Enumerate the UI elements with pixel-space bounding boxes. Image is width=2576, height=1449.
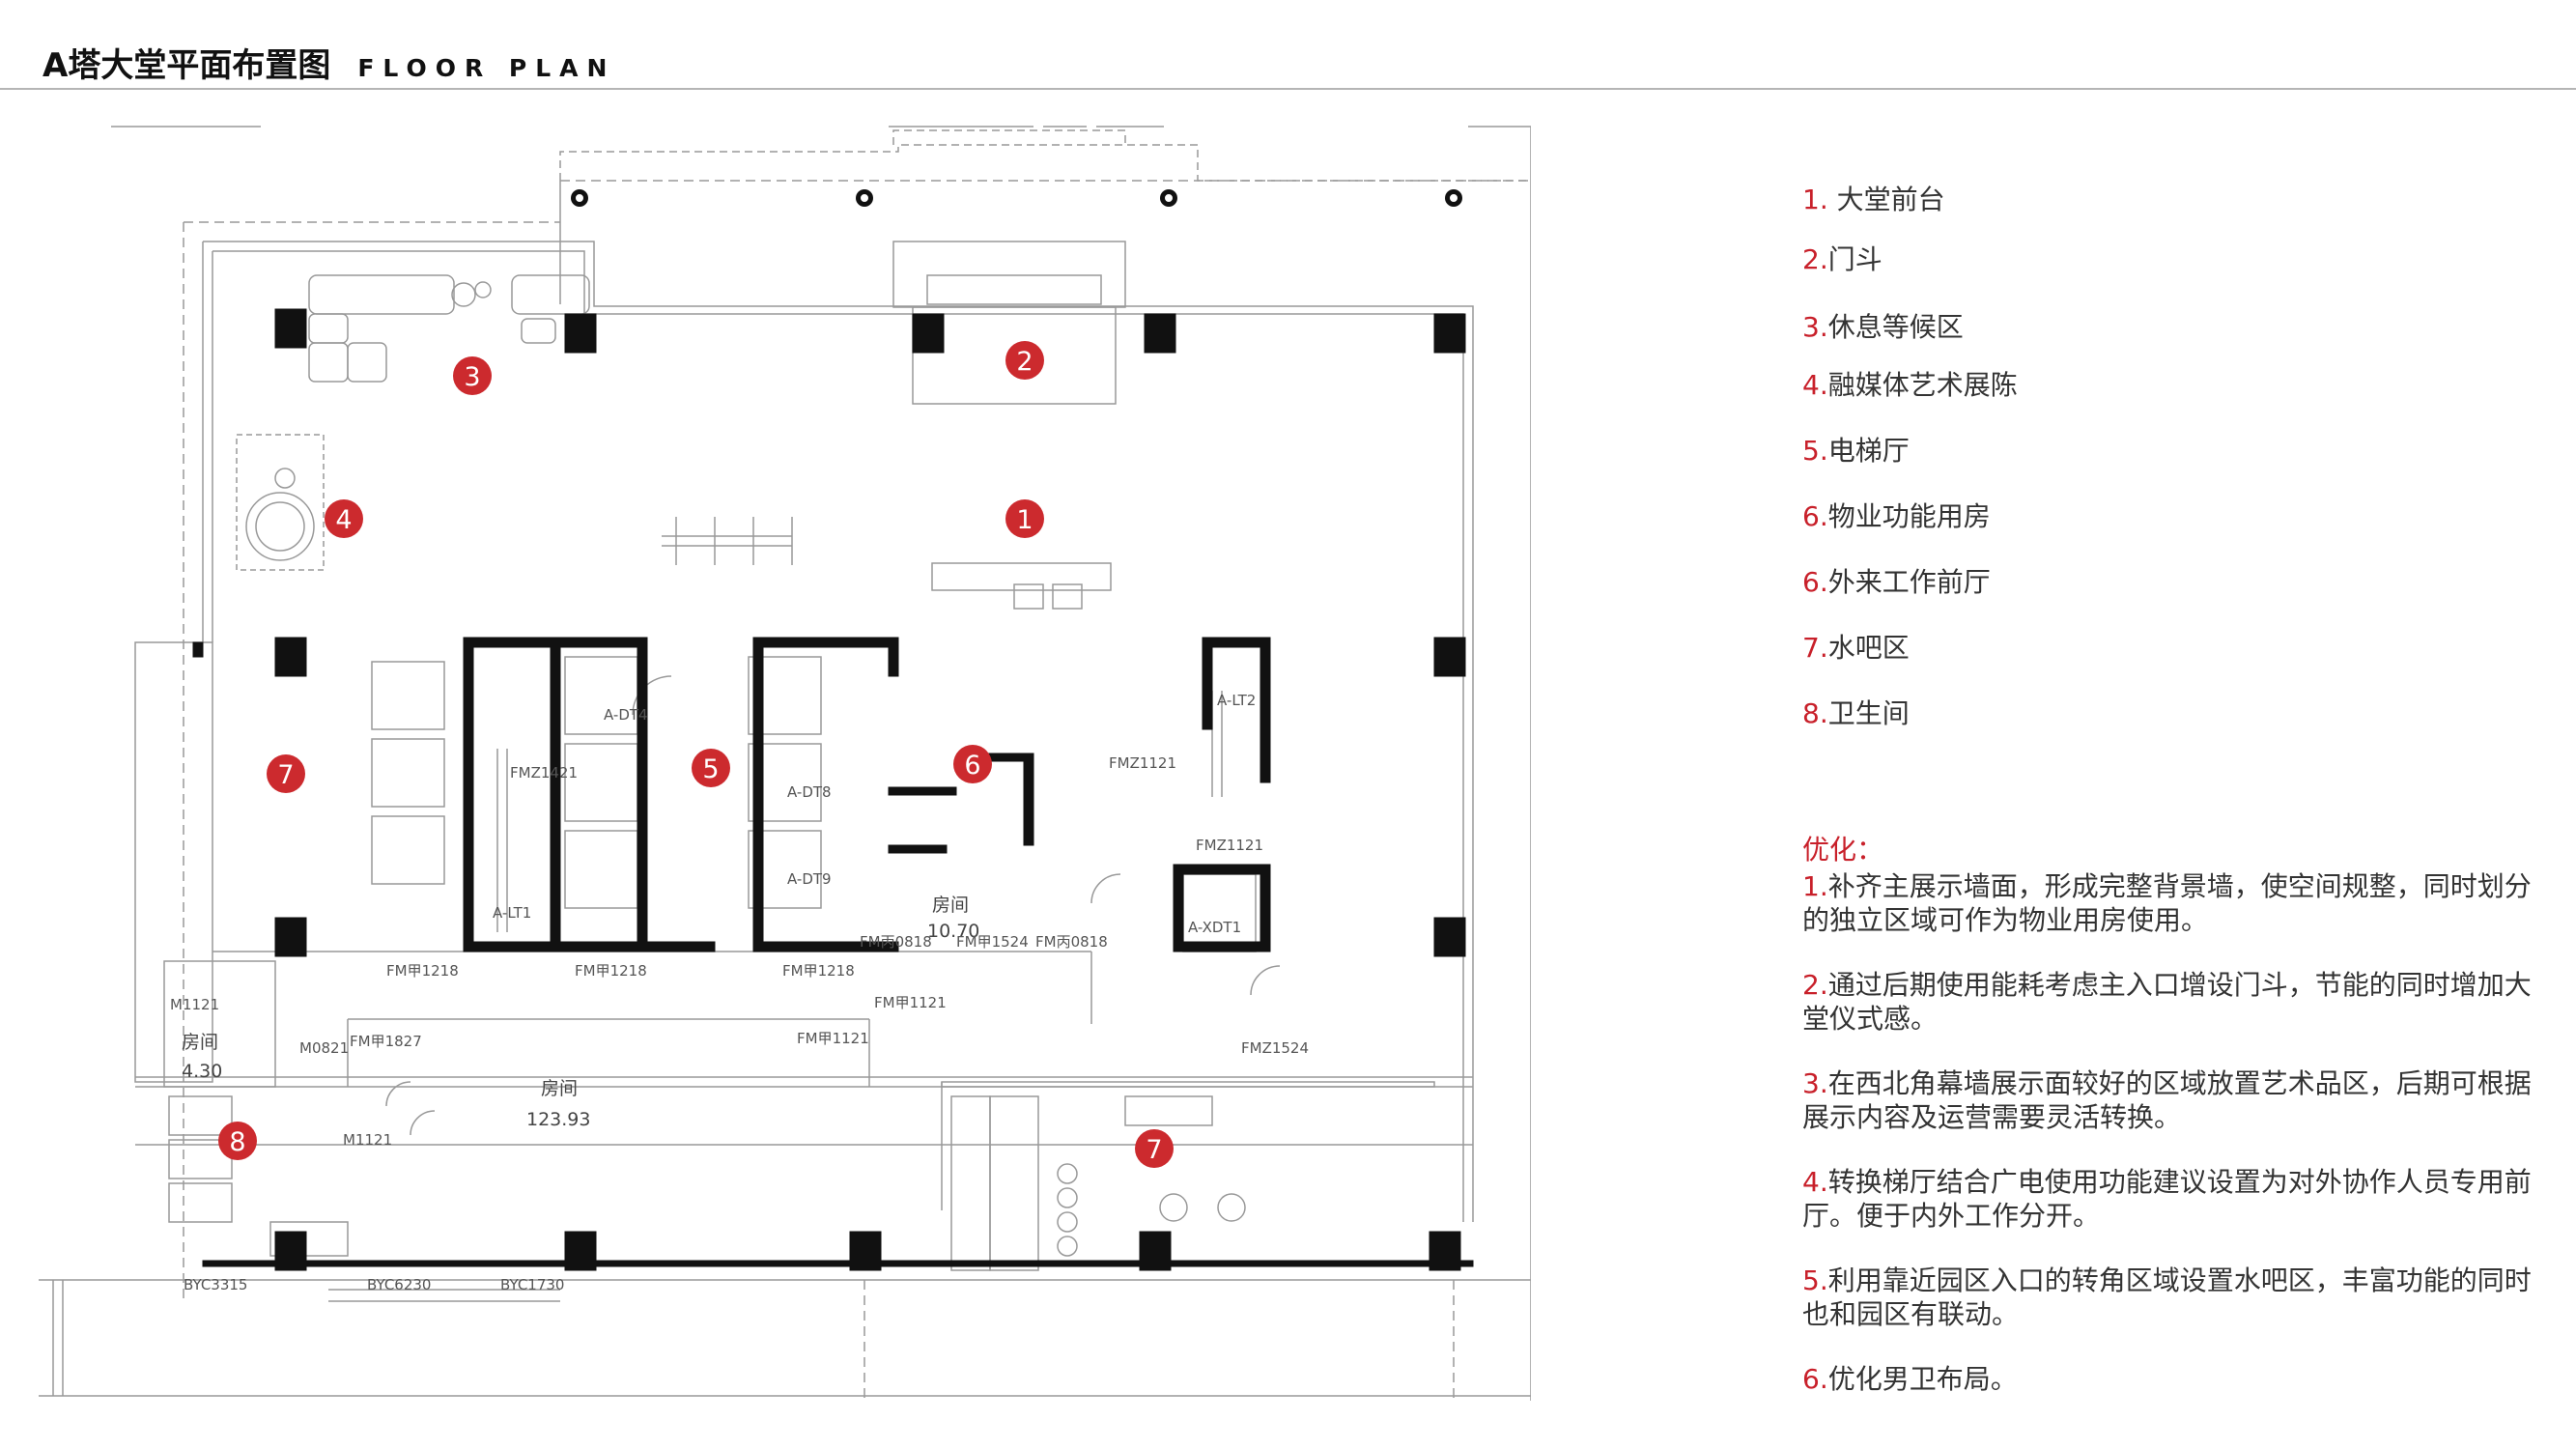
room-area: 10.70 — [927, 921, 979, 942]
door-tag: FM甲1827 — [350, 1033, 422, 1050]
optimization-item: 6.优化男卫布局。 — [1802, 1363, 2018, 1395]
svg-text:4: 4 — [335, 505, 352, 535]
marker-restroom: 8 — [218, 1122, 257, 1160]
legend-item: 6.外来工作前厅 — [1802, 566, 1991, 598]
marker-water-bar-east: 7 — [1135, 1129, 1174, 1168]
door-tag: FM甲1121 — [797, 1030, 869, 1047]
floor-plan-drawing: 房间 123.93 房间 10.70 房间 4.30 FMZ1421 FMZ11… — [39, 126, 1531, 1401]
legend-item: 7.水吧区 — [1802, 632, 1910, 664]
window-tag: BYC1730 — [500, 1276, 564, 1293]
marker-lounge: 3 — [453, 356, 492, 395]
legend-item: 5.电梯厅 — [1802, 435, 1910, 467]
legend-item: 1. 大堂前台 — [1802, 184, 1945, 215]
optimization-title: 优化： — [1802, 834, 1884, 866]
legend-item: 2.门斗 — [1802, 243, 1882, 275]
door-tag: FMZ1524 — [1241, 1039, 1309, 1057]
svg-text:5: 5 — [702, 754, 719, 784]
svg-text:1: 1 — [1016, 505, 1033, 535]
header-divider — [0, 88, 2576, 90]
door-tag: FM丙0818 — [860, 933, 932, 951]
room-name: 房间 — [932, 895, 969, 916]
marker-property-office: 6 — [953, 745, 992, 783]
optimization-item: 5.利用靠近园区入口的转角区域设置水吧区，丰富功能的同时也和园区有联动。 — [1802, 1264, 2532, 1330]
room-name: 房间 — [182, 1032, 218, 1053]
elevator-tag: A-XDT1 — [1188, 919, 1241, 936]
door-tag: M1121 — [170, 996, 219, 1013]
door-tag: FMZ1121 — [1109, 754, 1176, 772]
floor-plan: 房间 123.93 房间 10.70 房间 4.30 FMZ1421 FMZ11… — [39, 121, 1531, 1401]
svg-text:6: 6 — [964, 751, 980, 781]
optimization-item: 1.补齐主展示墙面，形成完整背景墙，使空间规整，同时划分的独立区域可作为物业用房… — [1802, 870, 2532, 936]
marker-elevator-hall: 5 — [692, 749, 730, 787]
door-tag: FM甲1121 — [874, 994, 947, 1011]
optimization-item: 2.通过后期使用能耗考虑主入口增设门斗，节能的同时增加大堂仪式感。 — [1802, 969, 2532, 1035]
optimization-item: 4.转换梯厅结合广电使用功能建议设置为对外协作人员专用前厅。便于内外工作分开。 — [1802, 1166, 2532, 1232]
page-title: A塔大堂平面布置图 — [42, 46, 331, 85]
legend-item: 3.休息等候区 — [1802, 311, 1964, 343]
door-tag: FM丙0818 — [1035, 933, 1108, 951]
svg-text:3: 3 — [464, 362, 480, 392]
marker-water-bar-west: 7 — [267, 754, 305, 793]
door-tag: M1121 — [343, 1131, 392, 1149]
elevator-tag: A-DT4 — [604, 706, 648, 724]
door-tag: FM甲1218 — [782, 962, 855, 980]
room-name: 房间 — [541, 1078, 578, 1099]
room-area: 123.93 — [526, 1109, 590, 1130]
marker-vestibule: 2 — [1005, 341, 1044, 380]
marker-reception: 1 — [1005, 499, 1044, 538]
stair-tag: A-LT2 — [1217, 692, 1256, 709]
door-tag: M0821 — [299, 1039, 349, 1057]
window-tag: BYC3315 — [184, 1276, 247, 1293]
svg-text:2: 2 — [1016, 347, 1033, 377]
optimization-item: 3.在西北角幕墙展示面较好的区域放置艺术品区，后期可根据展示内容及运营需要灵活转… — [1802, 1067, 2532, 1133]
door-tag: FM甲1524 — [956, 933, 1029, 951]
legend-item: 8.卫生间 — [1802, 697, 1910, 729]
window-tag: BYC6230 — [367, 1276, 431, 1293]
door-tag: FM甲1218 — [386, 962, 459, 980]
svg-text:8: 8 — [229, 1127, 245, 1157]
door-tag: FMZ1421 — [510, 764, 578, 781]
door-tag: FMZ1121 — [1196, 837, 1263, 854]
optimization-notes: 优化： 1.补齐主展示墙面，形成完整背景墙，使空间规整，同时划分的独立区域可作为… — [1802, 829, 2556, 1427]
legend-item: 6.物业功能用房 — [1802, 500, 1991, 532]
stair-tag: A-LT1 — [493, 904, 531, 922]
room-area: 4.30 — [182, 1061, 222, 1082]
door-tag: FM甲1218 — [575, 962, 647, 980]
svg-text:7: 7 — [277, 760, 294, 790]
marker-art-display: 4 — [325, 499, 363, 538]
page-subtitle: FLOOR PLAN — [357, 54, 616, 82]
legend-item: 4.融媒体艺术展陈 — [1802, 369, 2018, 401]
elevator-tag: A-DT9 — [787, 870, 832, 888]
svg-text:7: 7 — [1146, 1135, 1162, 1165]
elevator-tag: A-DT8 — [787, 783, 832, 801]
page-header: A塔大堂平面布置图 FLOOR PLAN — [42, 39, 615, 87]
